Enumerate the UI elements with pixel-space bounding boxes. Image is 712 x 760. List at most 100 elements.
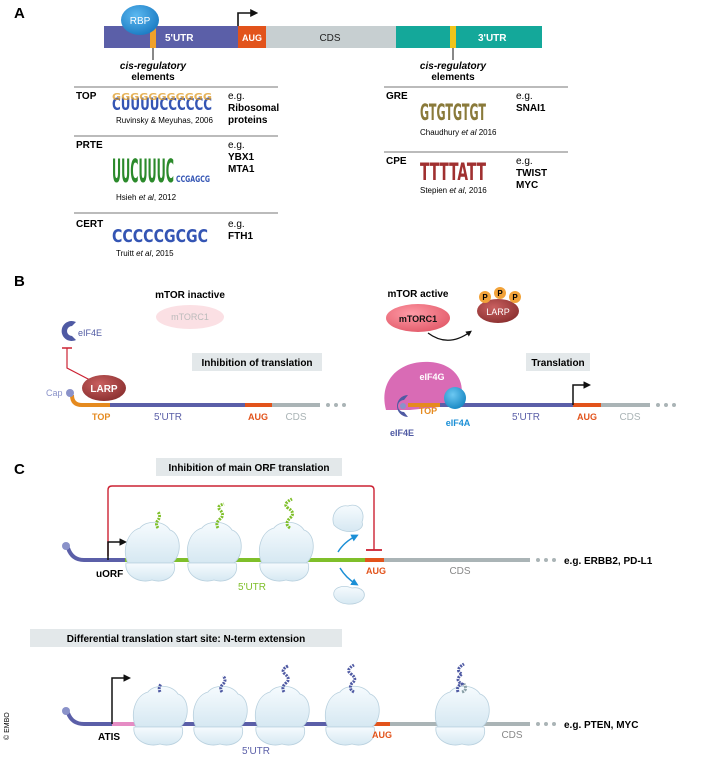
- top-target-2: proteins: [228, 115, 268, 126]
- cds-label-b2: CDS: [619, 412, 640, 423]
- dissociation-arrow-up: [337, 534, 359, 553]
- gre-eg: e.g.: [516, 91, 533, 102]
- svg-text:P: P: [497, 289, 503, 298]
- peptide-c2-2: [219, 674, 227, 693]
- top-eg: e.g.: [228, 91, 245, 102]
- top-citation: Ruvinsky & Meyuhas, 2006: [116, 116, 213, 125]
- larp-protein: [82, 375, 126, 401]
- aug-label-c2: AUG: [372, 730, 392, 740]
- cpe-logo-text: TTTTATT: [420, 158, 486, 186]
- cert-citation: Truitt et al, 2015: [116, 249, 174, 258]
- start-arrow: [237, 9, 259, 26]
- gre-logo-text: GTGTGTGT: [420, 101, 486, 126]
- phosphate-3: [509, 291, 521, 303]
- prte-name: PRTE: [76, 140, 103, 151]
- mtorc1-label: mTORC1: [399, 314, 437, 324]
- prte-citation: Hsieh et al, 2012: [116, 193, 177, 202]
- gre-name: GRE: [386, 91, 408, 102]
- top-label-b: TOP: [92, 412, 110, 422]
- svg-text:P: P: [512, 293, 518, 302]
- cis-right-title: cis-regulatory: [420, 61, 487, 72]
- cert-eg: e.g.: [228, 219, 245, 230]
- mtor-inactive-title: mTOR inactive: [155, 290, 225, 301]
- eif4e-label: eIF4E: [390, 428, 414, 438]
- utr5-label-b: 5'UTR: [154, 412, 182, 423]
- ribosome-c1-1: [124, 521, 180, 582]
- atis-label: ATIS: [98, 732, 120, 743]
- rbp-label: RBP: [130, 16, 151, 27]
- utr5-label: 5'UTR: [165, 33, 194, 44]
- peptide-c2-3: [281, 664, 290, 693]
- cis-left-elements: elements: [131, 72, 175, 83]
- ribosome-c2-2: [192, 685, 248, 746]
- eif4e-free-icon: [61, 321, 76, 341]
- top-logo: CUUUUCCCCCC GGGGGGGGGGG: [112, 92, 212, 115]
- panel-c-label: C: [14, 461, 25, 478]
- larp-phospho: [477, 299, 519, 323]
- differential-start-box: [30, 629, 342, 647]
- top-logo-text: CUUUUCCCCCC: [112, 95, 212, 115]
- cpe-name: CPE: [386, 156, 407, 167]
- rbp-protein: [121, 5, 159, 35]
- svg-text:GGGGGGGGGGG: GGGGGGGGGGG: [112, 92, 212, 103]
- aug-label-b: AUG: [248, 412, 268, 422]
- svg-text:P: P: [482, 293, 488, 302]
- translation-box: [526, 353, 590, 371]
- ribosome-c1-2: [186, 521, 242, 582]
- cis-element-5utr: [150, 26, 156, 48]
- cds-label-c1: CDS: [449, 566, 470, 577]
- example-c1: e.g. ERBB2, PD-L1: [564, 556, 653, 567]
- aug-label-b2: AUG: [577, 412, 597, 422]
- ribosome-large-subunit: [332, 504, 364, 532]
- cds-label-b: CDS: [285, 412, 306, 423]
- uorf-label: uORF: [96, 569, 123, 580]
- aug-segment: [238, 26, 266, 48]
- eif4e-bound-icon: [397, 395, 408, 417]
- prte-eg: e.g.: [228, 140, 245, 151]
- mtor-active-title: mTOR active: [388, 289, 449, 300]
- utr3-label: 3'UTR: [478, 33, 507, 44]
- utr5-label-c2: 5'UTR: [242, 746, 270, 757]
- peptide-c1-2: [215, 502, 225, 529]
- gre-target-1: SNAI1: [516, 103, 546, 114]
- peptide-c2-1: [157, 683, 163, 693]
- cds-label-c2: CDS: [501, 730, 522, 741]
- eif4e-free-label: eIF4E: [78, 328, 102, 338]
- aug-label: AUG: [242, 33, 262, 43]
- top-target-1: Ribosomal: [228, 103, 279, 114]
- top-label-b2: TOP: [419, 406, 437, 416]
- utr3-segment: [396, 26, 542, 48]
- prte-logo: UUCUUUC CCGAGCG: [112, 152, 210, 190]
- example-c2: e.g. PTEN, MYC: [564, 720, 638, 731]
- prte-logo-text: UUCUUUC: [112, 152, 174, 190]
- utr5-label-b2: 5'UTR: [512, 412, 540, 423]
- eif4a-protein: [444, 387, 466, 409]
- prte-target-1: YBX1: [228, 152, 255, 163]
- inhibition-box-label: Inhibition of translation: [201, 358, 312, 369]
- start-arrow-b: [572, 381, 591, 405]
- larp-phospho-label: LARP: [486, 307, 510, 317]
- eif4g-label: eIF4G: [419, 372, 444, 382]
- dissociation-arrow-down: [339, 567, 359, 586]
- ribosome-small-subunit: [333, 586, 365, 605]
- cap-line-c2: [66, 712, 102, 726]
- inhibition-orf-box: [156, 458, 342, 476]
- utr5-label-c1: 5'UTR: [238, 582, 266, 593]
- aug-label-c1: AUG: [366, 566, 386, 576]
- peptide-c2-4: [347, 663, 357, 694]
- cpe-eg: e.g.: [516, 156, 533, 167]
- cpe-target-1: TWIST: [516, 168, 547, 179]
- peptide-c2-5a: [456, 662, 466, 693]
- cis-element-3utr: [450, 26, 456, 48]
- uorf-start-arrow: [107, 538, 127, 560]
- mtorc1-inactive: [156, 305, 224, 329]
- ribosome-c2-1: [132, 685, 188, 746]
- phospho-arrow: [427, 330, 472, 341]
- prte-target-2: MTA1: [228, 164, 255, 175]
- inhibition-orf-label: Inhibition of main ORF translation: [168, 463, 329, 474]
- mtorc1-active: [386, 304, 450, 332]
- gre-citation: Chaudhury et al 2016: [420, 128, 497, 137]
- cis-right-elements: elements: [431, 72, 475, 83]
- differential-start-label: Differential translation start site: N-t…: [67, 634, 305, 645]
- ribosome-c1-3: [258, 521, 314, 582]
